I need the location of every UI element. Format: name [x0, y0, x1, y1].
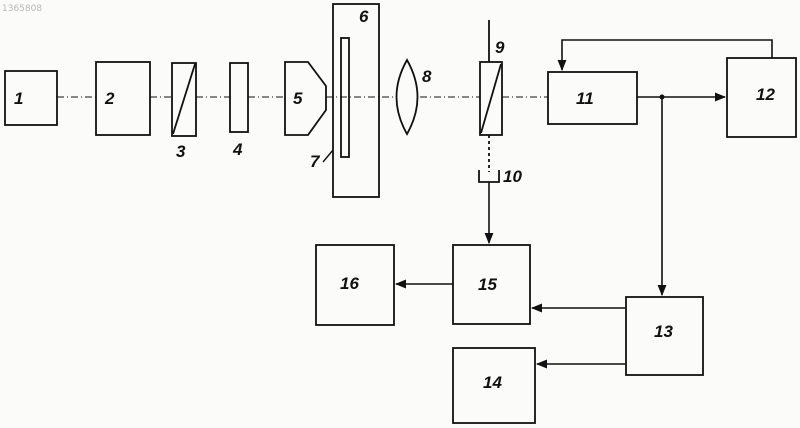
- block-6-chamber: [333, 4, 379, 197]
- block-8-lens: [397, 60, 418, 134]
- label-6: 6: [359, 7, 369, 26]
- wire-12-to-11: [562, 40, 772, 70]
- document-number: 1365808: [2, 4, 42, 14]
- block-1-light-source: [5, 71, 57, 125]
- label-3: 3: [176, 142, 186, 161]
- block-4-plate: [230, 63, 248, 132]
- label-8: 8: [422, 67, 432, 86]
- label-2: 2: [104, 89, 115, 108]
- label-4: 4: [232, 140, 243, 159]
- label-5: 5: [293, 89, 303, 108]
- label-7: 7: [310, 152, 321, 171]
- label-11: 11: [576, 89, 594, 108]
- block-10-photodetector: [479, 135, 499, 182]
- label-12: 12: [756, 85, 775, 104]
- label-1: 1: [14, 89, 23, 108]
- leader-7: [323, 150, 333, 162]
- junction-dot: [660, 95, 665, 100]
- label-10: 10: [503, 167, 522, 186]
- label-14: 14: [483, 373, 502, 392]
- label-9: 9: [495, 38, 505, 57]
- block-5-prism: [285, 62, 326, 135]
- label-15: 15: [478, 275, 497, 294]
- label-13: 13: [654, 322, 673, 341]
- block-3-polarizer: [172, 63, 196, 136]
- label-16: 16: [340, 274, 359, 293]
